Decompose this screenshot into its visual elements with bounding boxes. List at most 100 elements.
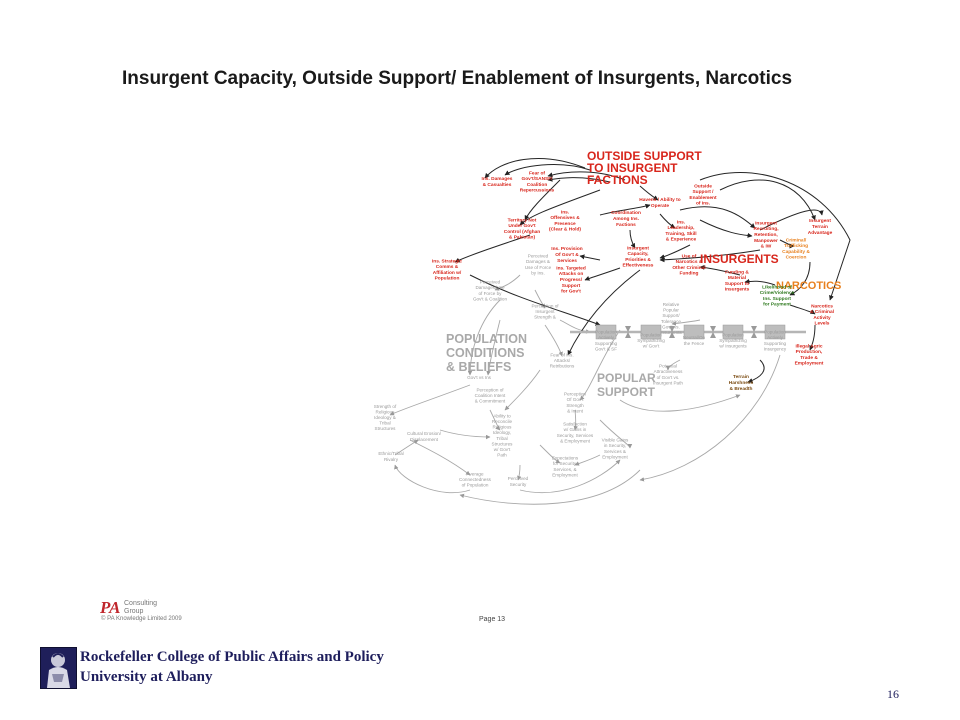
node-label-line: & Casualties	[483, 182, 512, 188]
node-label-line: Gov't/SANSF/	[522, 176, 554, 182]
node-label-line: Training, Skill	[665, 231, 696, 237]
source-page-label: Page 13	[479, 616, 506, 623]
node-label-line: Ins. Targeted	[556, 265, 586, 271]
node-label-line: Insurgent	[535, 309, 555, 314]
causal-link	[779, 239, 795, 249]
node-label-line: Other Criminal	[672, 265, 705, 271]
node-label-line: Ins. Strategic	[432, 258, 462, 264]
causal-link	[659, 213, 676, 229]
node-label-line: Capability &	[782, 249, 810, 255]
causal-link	[454, 234, 531, 263]
node-label-line: of Ins.	[696, 201, 710, 207]
node-label-line: Crime/Violence	[760, 290, 795, 296]
influence-link	[544, 324, 563, 357]
footer-college-name: Rockefeller College of Public Affairs an…	[80, 649, 384, 665]
node-label-line: & Commitment	[475, 399, 506, 404]
node-label-line: Employment	[795, 361, 824, 367]
university-seal-icon	[40, 647, 77, 689]
node-label-line: Likelihood of	[762, 284, 792, 290]
node-label-line: Insurgents	[725, 287, 750, 293]
stock-box	[683, 324, 705, 340]
node-label-line: in Security,	[604, 443, 626, 448]
causal-link	[469, 274, 601, 326]
node-label-line: Ins. Provision	[551, 246, 583, 252]
node-label-line: Use of Force	[525, 265, 552, 270]
node-label-line: & Pakistan)	[509, 235, 536, 241]
node-label-line: Fear of	[529, 170, 545, 176]
causal-link	[629, 229, 636, 249]
node-label-line: Strength &	[534, 315, 556, 320]
node-label-line: Actively	[767, 335, 784, 340]
slide-title: Insurgent Capacity, Outside Support/ Ena…	[122, 68, 793, 89]
node-label-line: Perception	[564, 392, 586, 397]
influence-link	[494, 274, 521, 291]
influence-link	[671, 319, 701, 326]
node-label-line: Repercussions	[520, 188, 555, 194]
node-label-line: for Payment	[763, 302, 791, 308]
node-label-line: Narcotics	[811, 303, 833, 309]
node-label-line: & Employment	[560, 438, 591, 443]
node-label-line: Funding	[680, 271, 699, 277]
influence-link	[409, 439, 471, 476]
node-label-line: Manpower	[754, 238, 778, 244]
node-label-line: Leadership,	[668, 225, 696, 231]
node-label-line: Comms &	[436, 264, 459, 270]
influence-link	[489, 409, 501, 431]
node-label-line: Rivalry	[384, 457, 399, 462]
node-label-line: Trade &	[800, 355, 818, 361]
influence-link	[665, 359, 681, 371]
node-label-line: Advantage	[808, 230, 833, 236]
node-label-line: Security, Services	[557, 433, 594, 438]
node-label-line: Neutral/On	[683, 335, 706, 340]
node-label-line: Population	[435, 276, 460, 282]
node-label-line: Tolerance	[661, 319, 681, 324]
influence-link	[539, 444, 561, 464]
insurgents-header: INSURGENTS	[700, 252, 779, 266]
node-label-line: Ins.	[561, 209, 569, 215]
node-label-line: Support	[562, 283, 581, 289]
black-link-group	[454, 158, 851, 383]
popular-support-header-l1: POPULAR	[597, 371, 656, 385]
pa-logo: PA	[100, 598, 121, 617]
node-label-line: Factions	[616, 222, 636, 228]
flow-valve	[751, 326, 757, 338]
node-label-line: the Fence	[684, 341, 705, 346]
node-label-line: Employment	[552, 472, 578, 477]
node-label-line: w/ Gov't	[643, 344, 660, 349]
node-label-line: Retention,	[754, 232, 778, 238]
node-label-line: Fear of Ins.	[550, 352, 573, 357]
node-label-line: Supporting	[764, 341, 787, 346]
node-label-line: Religious	[376, 409, 396, 414]
popular-support-header-l2: SUPPORT	[597, 385, 656, 399]
node-label-line: Potential	[659, 364, 677, 369]
node-label-line: Narcotics &	[676, 259, 703, 265]
node-label-line: Of Gov't &	[555, 252, 579, 258]
node-label-line: Structures	[375, 426, 397, 431]
node-label-line: (Clear & Hold)	[549, 227, 581, 233]
node-label-line: Use of	[682, 253, 697, 259]
stock-box	[640, 324, 662, 340]
causal-link	[584, 267, 621, 281]
outside-support-header-l1: OUTSIDE SUPPORT	[587, 149, 702, 163]
node-label-line: Territory Not	[508, 217, 537, 223]
influence-link	[394, 464, 471, 494]
node-label-line: Connectedness	[459, 477, 492, 482]
influence-link	[519, 459, 621, 494]
causal-link	[519, 189, 601, 226]
stock-box	[764, 324, 786, 340]
node-label-line: Outside	[694, 183, 712, 189]
causal-link	[719, 179, 816, 221]
node-label-line: Of Gov't	[567, 397, 584, 402]
causal-link	[759, 209, 824, 231]
node-label-line: Satisfaction	[563, 422, 587, 427]
causal-link	[599, 203, 651, 216]
node-label-line: Retributions	[550, 364, 575, 369]
